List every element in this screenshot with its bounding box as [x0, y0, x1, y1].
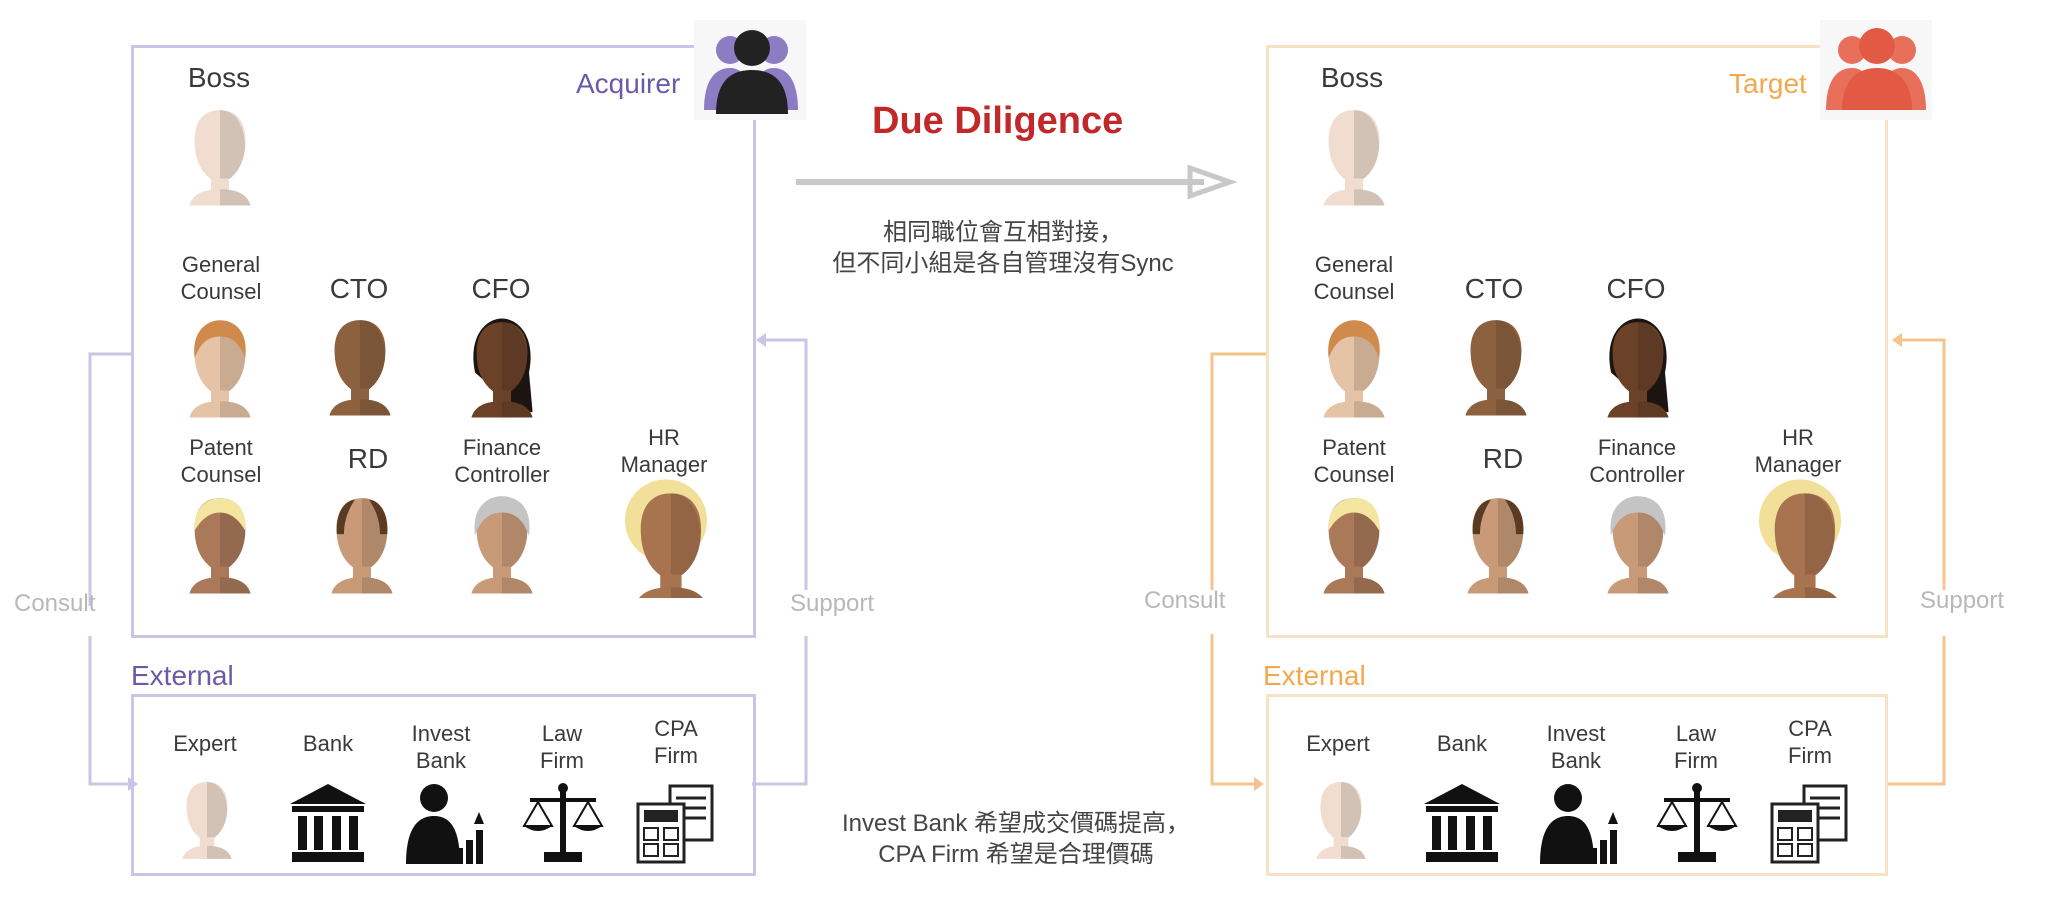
general-counsel-face-icon — [184, 312, 256, 424]
target-role-boss-label: Boss — [1320, 62, 1384, 93]
cfo-face-icon — [466, 312, 538, 429]
target-finance-controller-face-icon — [1602, 490, 1674, 603]
target-external-panel — [1266, 694, 1888, 876]
target-label: Target — [1729, 68, 1807, 99]
target-rd-face-icon — [1462, 490, 1534, 603]
target-role-rd-label: RD — [1482, 443, 1524, 474]
target-ext-expert-label: Expert — [1306, 731, 1370, 756]
invest-bank-icon — [406, 784, 484, 864]
role-cfo-label: CFO — [471, 273, 531, 304]
cto-face-icon — [324, 312, 396, 420]
acquirer-support-label: Support — [790, 590, 875, 617]
target-bank-icon — [1424, 784, 1500, 862]
target-expert-face-icon — [1312, 774, 1370, 864]
target-invest-bank-icon — [1540, 784, 1618, 864]
target-ext-bank-label: Bank — [1436, 731, 1488, 756]
expert-face-icon — [178, 774, 236, 864]
target-consult-label: Consult — [1144, 587, 1226, 614]
acquirer-external-panel — [131, 694, 756, 876]
acquirer-external-label: External — [131, 660, 234, 691]
note-top: 相同職位會互相對接，但不同小組是各自管理沒有Sync — [832, 219, 1174, 277]
target-law-firm-scales-icon — [1656, 783, 1738, 862]
bank-icon — [290, 784, 366, 862]
patent-counsel-face-icon — [184, 490, 256, 603]
acquirer-panel — [131, 45, 756, 638]
due-diligence-title: Due Diligence — [872, 100, 1124, 142]
target-panel — [1266, 45, 1888, 638]
cpa-firm-calculator-icon — [636, 784, 714, 864]
finance-controller-face-icon — [466, 490, 538, 603]
target-hr-manager-face-icon — [1756, 478, 1844, 603]
boss-face-icon — [184, 102, 256, 210]
target-external-label: External — [1263, 660, 1366, 691]
rd-face-icon — [326, 490, 398, 603]
target-cto-face-icon — [1460, 312, 1532, 420]
ext-bank-label: Bank — [302, 731, 354, 756]
role-cto-label: CTO — [329, 273, 389, 304]
target-boss-face-icon — [1318, 102, 1390, 210]
law-firm-scales-icon — [522, 783, 604, 862]
target-role-cto-label: CTO — [1464, 273, 1524, 304]
acquirer-group-icon — [694, 20, 806, 120]
target-cfo-face-icon — [1602, 312, 1674, 429]
target-general-counsel-face-icon — [1318, 312, 1390, 429]
target-support-label: Support — [1920, 587, 2005, 614]
role-rd-label: RD — [347, 443, 389, 474]
hr-manager-face-icon — [622, 478, 710, 603]
target-role-cfo-label: CFO — [1606, 273, 1666, 304]
acquirer-consult-label: Consult — [14, 590, 96, 617]
target-patent-counsel-face-icon — [1318, 490, 1390, 603]
target-cpa-firm-calculator-icon — [1770, 784, 1848, 864]
acquirer-label: Acquirer — [576, 68, 681, 99]
ext-expert-label: Expert — [173, 731, 237, 756]
role-boss-label: Boss — [187, 62, 251, 93]
target-group-icon — [1820, 20, 1932, 120]
note-bottom: Invest Bank 希望成交價碼提高，CPA Firm 希望是合理價碼 — [841, 810, 1191, 868]
